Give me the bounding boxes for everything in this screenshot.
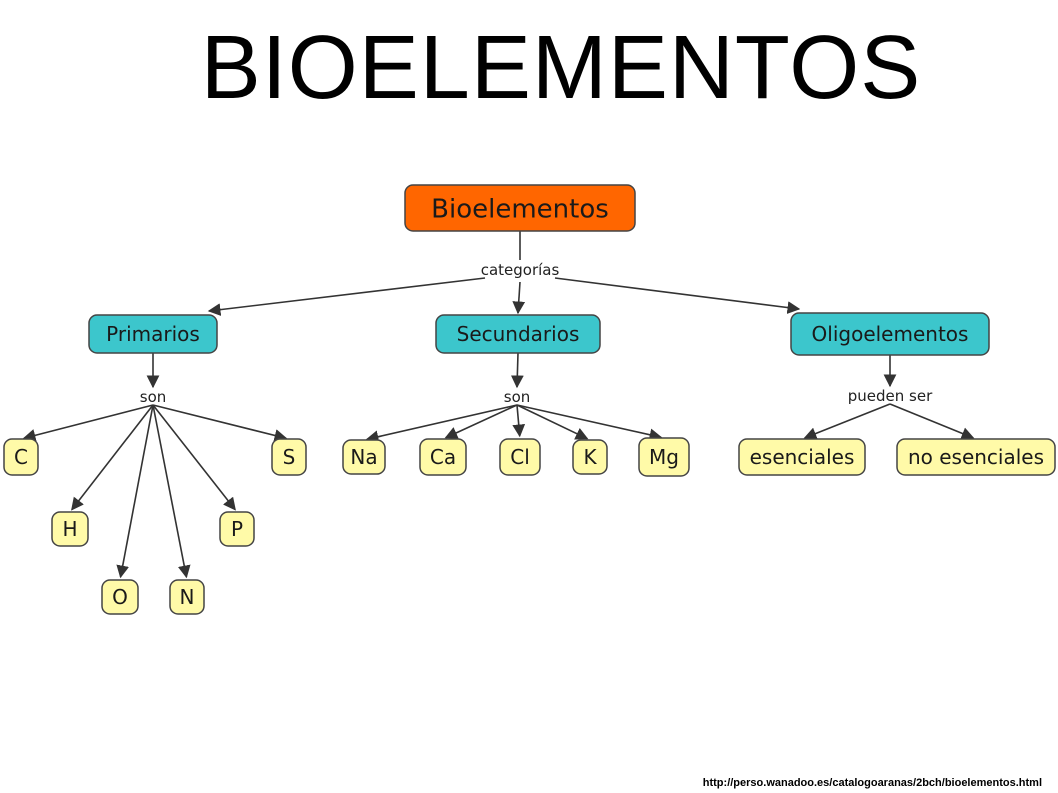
element-node-c: C bbox=[3, 438, 39, 476]
concept-map-link-labels: categorías son son pueden ser bbox=[140, 261, 933, 406]
element-node-no-esenciales-label: no esenciales bbox=[908, 445, 1044, 469]
category-node-primarios-label: Primarios bbox=[106, 322, 200, 346]
element-node-mg-label: Mg bbox=[649, 445, 679, 469]
element-node-no-esenciales-box bbox=[896, 438, 1056, 476]
category-node-primarios-box bbox=[88, 314, 218, 354]
root-concept-node-box bbox=[404, 184, 636, 232]
element-node-esenciales-box bbox=[738, 438, 866, 476]
edge-to-category-node-primarios bbox=[207, 277, 486, 316]
element-node-k-box bbox=[572, 439, 608, 475]
category-node-oligoelementos-box bbox=[790, 312, 990, 356]
element-node-ca: Ca bbox=[419, 438, 467, 476]
link-label-secundarios: son bbox=[504, 388, 531, 406]
edge-primarios-to-n bbox=[152, 404, 191, 579]
edge-oligoelementos-to-no-esenciales bbox=[889, 403, 975, 440]
element-node-c-label: C bbox=[14, 445, 28, 469]
link-label-categorias: categorías bbox=[481, 261, 560, 279]
element-node-p-label: P bbox=[231, 517, 243, 541]
link-label-primarios: son bbox=[140, 388, 167, 406]
element-node-ca-label: Ca bbox=[430, 445, 456, 469]
element-node-cl: Cl bbox=[499, 438, 541, 476]
edge-secundarios-to-ca bbox=[444, 404, 518, 439]
element-node-k: K bbox=[572, 439, 608, 475]
element-node-k-label: K bbox=[583, 445, 597, 469]
element-node-h-box bbox=[51, 511, 89, 547]
element-node-p: P bbox=[219, 511, 255, 547]
element-node-ca-box bbox=[419, 438, 467, 476]
edge-secundarios-to-mg bbox=[516, 404, 663, 442]
category-node-secundarios-box bbox=[435, 314, 601, 354]
element-node-n-box bbox=[169, 579, 205, 615]
element-node-no-esenciales: no esenciales bbox=[896, 438, 1056, 476]
edge-secundarios-to-na bbox=[365, 404, 518, 444]
category-node-secundarios: Secundarios bbox=[435, 314, 601, 354]
category-node-oligoelementos-label: Oligoelementos bbox=[812, 322, 969, 346]
element-node-n-label: N bbox=[180, 585, 195, 609]
element-node-s-box bbox=[271, 438, 307, 476]
element-node-na: Na bbox=[342, 439, 386, 475]
edge-secundarios-to-cl bbox=[512, 404, 526, 438]
edge-to-category-node-oligoelementos bbox=[554, 277, 801, 314]
slide-title: BIOELEMENTOS bbox=[200, 18, 922, 118]
element-node-cl-box bbox=[499, 438, 541, 476]
element-node-o-box bbox=[101, 579, 139, 615]
link-label-oligoelementos: pueden ser bbox=[848, 387, 933, 405]
element-node-esenciales: esenciales bbox=[738, 438, 866, 476]
element-node-o: O bbox=[101, 579, 139, 615]
root-concept-node-label: Bioelementos bbox=[431, 194, 609, 224]
edge-primarios-to-p bbox=[152, 404, 236, 511]
category-node-primarios: Primarios bbox=[88, 314, 218, 354]
root-concept-node: Bioelementos bbox=[404, 184, 636, 232]
edge-primarios-to-s bbox=[152, 404, 288, 442]
edge-category-node-secundarios-to-link bbox=[510, 352, 524, 389]
edge-primarios-to-h bbox=[71, 404, 154, 511]
element-node-esenciales-label: esenciales bbox=[750, 445, 855, 469]
source-url: http://perso.wanadoo.es/catalogoaranas/2… bbox=[702, 777, 1042, 789]
element-node-mg-box bbox=[638, 437, 690, 477]
edge-oligoelementos-to-esenciales bbox=[803, 403, 891, 440]
category-node-secundarios-label: Secundarios bbox=[457, 322, 580, 346]
element-node-mg: Mg bbox=[638, 437, 690, 477]
element-node-na-box bbox=[342, 439, 386, 475]
element-node-o-label: O bbox=[112, 585, 128, 609]
element-node-c-box bbox=[3, 438, 39, 476]
element-node-cl-label: Cl bbox=[510, 445, 530, 469]
element-node-s: S bbox=[271, 438, 307, 476]
concept-map-edges bbox=[22, 231, 975, 579]
element-node-h-label: H bbox=[62, 517, 77, 541]
category-node-oligoelementos: Oligoelementos bbox=[790, 312, 990, 356]
edge-secundarios-to-k bbox=[516, 404, 589, 440]
element-node-p-box bbox=[219, 511, 255, 547]
element-node-na-label: Na bbox=[350, 445, 377, 469]
element-node-n: N bbox=[169, 579, 205, 615]
element-node-h: H bbox=[51, 511, 89, 547]
edge-primarios-to-c bbox=[22, 404, 154, 442]
edge-primarios-to-o bbox=[116, 404, 154, 579]
edge-to-category-node-secundarios bbox=[512, 281, 526, 315]
element-node-s-label: S bbox=[283, 445, 296, 469]
